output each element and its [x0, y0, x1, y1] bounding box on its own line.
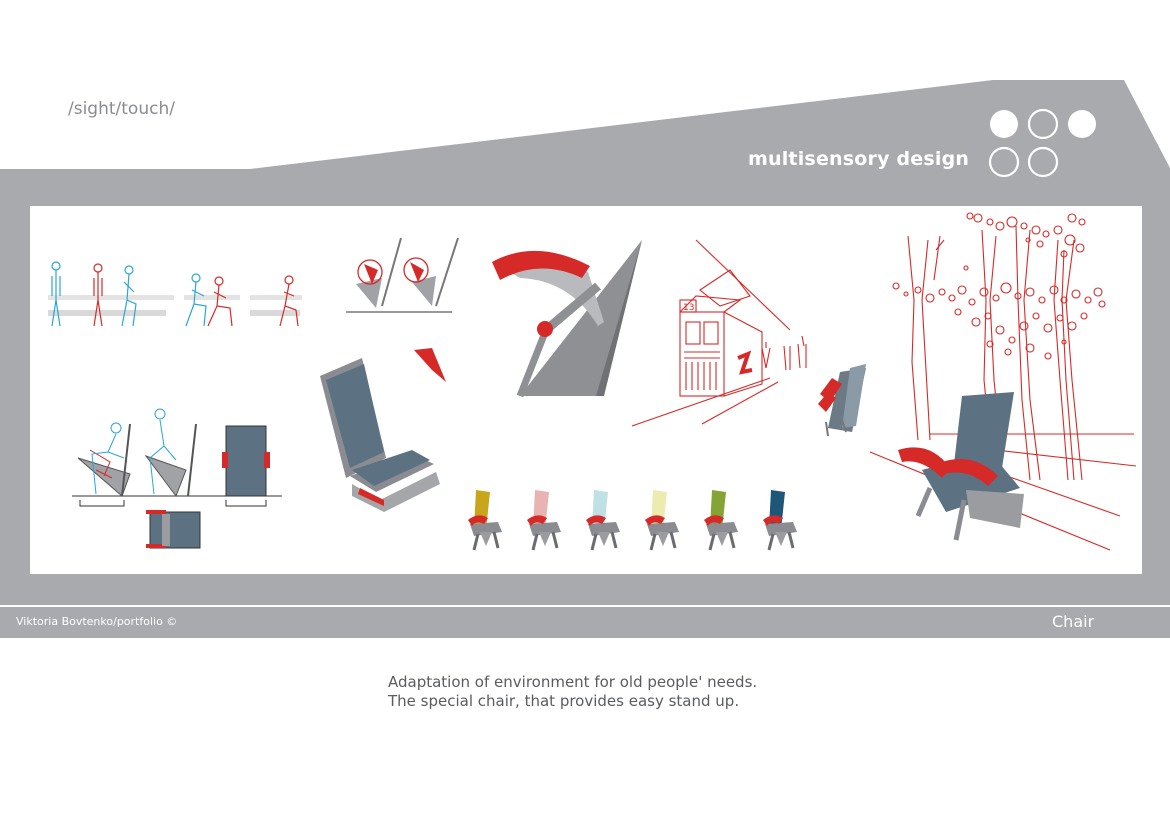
- circle-icon: [1027, 108, 1059, 140]
- tram-number: 13: [683, 303, 694, 313]
- mechanism-drawing: [492, 240, 642, 398]
- posture-figures: [48, 261, 302, 327]
- circle-icon: [1068, 110, 1096, 138]
- technical-drawings: [72, 408, 282, 549]
- project-description: Adaptation of environment for old people…: [388, 673, 757, 711]
- description-line: The special chair, that provides easy st…: [388, 692, 740, 710]
- description-line: Adaptation of environment for old people…: [388, 673, 758, 691]
- section-title: Chair: [1052, 612, 1095, 631]
- chair-render-park: [898, 392, 1024, 541]
- circle-icon: [1027, 146, 1059, 178]
- circle-icons: [988, 108, 1096, 178]
- author-credit: Viktoria Bovtenko/portfolio ©: [16, 615, 178, 628]
- tree-sketch: [869, 212, 1137, 551]
- tram-sketch: [631, 239, 807, 427]
- chair-render-large: [320, 358, 440, 512]
- page-headline: multisensory design: [748, 148, 970, 170]
- tagline: /sight/touch/: [68, 99, 175, 119]
- circle-icon: [988, 146, 1020, 178]
- bench-row: [818, 364, 866, 437]
- circle-icon: [990, 110, 1018, 138]
- profile-sketches: [346, 237, 459, 382]
